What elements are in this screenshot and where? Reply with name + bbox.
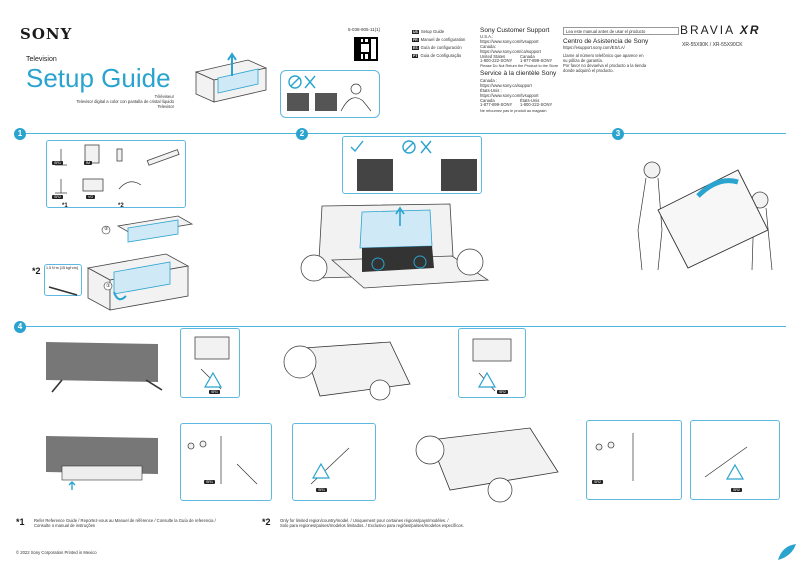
support-fr-phone: 1-800-222-SONY	[520, 102, 553, 107]
box-open-illustration	[194, 52, 268, 103]
screw-attach-detail-3	[586, 420, 682, 500]
support-fr-line: https://www.sony.com/tvsupport	[480, 93, 539, 98]
step4-tag: SR2	[497, 390, 508, 394]
support-es-line: Por favor no devuelva el producto a la t…	[563, 63, 647, 68]
footnote-1-line: Consulte o manual de instruções	[34, 523, 95, 528]
handling-do-dont-panel	[342, 136, 482, 194]
support-es-line: su póliza de garantía.	[563, 58, 604, 63]
footnote-marker: *2	[118, 203, 124, 209]
subtitle-fr: Téléviseur	[154, 94, 174, 99]
support-es-line: Llame al número telefónico que aparece e…	[563, 53, 644, 58]
support-heading-fr: Service à la clientèle Sony	[480, 70, 557, 77]
step-1-badge: 1	[14, 128, 26, 140]
model-number: XR-55X90K / XR-55X90CK	[682, 42, 743, 48]
part-tag-im: IM	[84, 161, 92, 165]
section-divider	[16, 326, 786, 327]
screw-attach-detail-2	[292, 423, 376, 501]
support-en-return-note: Please Do Not Return the Product to the …	[480, 64, 559, 68]
step-3-badge: 3	[612, 128, 624, 140]
footnote-marker: *2	[32, 266, 41, 276]
support-fr-line: https://www.sony.ca/support	[480, 83, 532, 88]
page-title: Setup Guide	[26, 63, 171, 93]
part-tag-sr1: SR1	[52, 161, 63, 165]
support-en-phone: 1-800-222-SONY	[480, 58, 513, 63]
read-first-notice: Lea este manual antes de usar el product…	[563, 27, 679, 35]
step-4-badge: 4	[14, 321, 26, 333]
recycle-leaf-icon	[778, 544, 796, 560]
support-en-line: Canada:	[480, 44, 496, 49]
callout-1: ①	[106, 283, 111, 289]
tv-lift-out-illustration	[300, 203, 490, 289]
screw-torque-panel	[44, 264, 82, 296]
unpacking-illustration	[86, 215, 194, 311]
part-tag-sr2: SR2	[52, 195, 63, 199]
support-fr-return-note: Ne retournez pas le produit au magasin	[480, 109, 547, 113]
subtitle-es: Televisor digital a color con pantalla d…	[76, 99, 174, 104]
handling-warning-panel	[280, 70, 380, 118]
tv-face-down-illustration	[283, 341, 411, 401]
screw-attach-detail-1	[180, 423, 272, 501]
step4-tag: SR2	[592, 480, 603, 484]
stand-insert-detail	[180, 328, 240, 398]
step4-tag: SR2	[731, 488, 742, 492]
subtitle-pt: Televisor	[157, 104, 174, 109]
support-heading-es: Centro de Asistencia de Sony	[563, 38, 649, 45]
qr-code	[354, 37, 378, 61]
support-en-line: https://www.sony.com/ca/support	[480, 49, 541, 54]
footnote-1-marker: *1	[16, 517, 25, 527]
footnote-2-marker: *2	[262, 517, 271, 527]
screw-attach-detail-4	[690, 420, 780, 500]
footnote-2-line: Only for limited region/country/model. /…	[280, 518, 449, 523]
step4-tag: SR1	[209, 390, 220, 394]
support-heading-en: Sony Customer Support	[480, 27, 550, 34]
tv-with-stand-illustration	[46, 342, 163, 393]
footnote-1-line: Refer Reference Guide / Reportez-vous au…	[34, 518, 216, 523]
tv-face-down-soundbar-illustration	[415, 427, 559, 503]
support-fr-phone-label: États-Unis	[520, 98, 540, 103]
tv-with-soundbar-illustration	[46, 436, 158, 490]
doc-type: Television	[26, 56, 57, 63]
torque-note: 1.5 N·m {15 kgf·cm}	[46, 266, 78, 270]
section-divider	[16, 133, 786, 134]
sony-logo: SONY	[20, 25, 73, 43]
support-es-line: https://esupport.sony.com/ES/LA/	[563, 45, 625, 50]
step4-tag: SR1	[316, 488, 327, 492]
support-fr-line: Canada :	[480, 78, 497, 83]
carry-tv-illustration	[637, 161, 773, 271]
support-en-line: https://www.sony.com/tvsupport	[480, 39, 539, 44]
step-2-badge: 2	[296, 128, 308, 140]
support-en-phone: 1-877-899-SONY	[520, 58, 553, 63]
support-en-phone-label: United States	[480, 54, 506, 59]
step4-tag: SR1	[204, 480, 215, 484]
footnote-marker: *1	[62, 203, 68, 209]
part-tag-vg: VG	[86, 195, 96, 199]
parts-panel	[46, 140, 186, 208]
copyright: © 2022 Sony Corporation Printed in Mexic…	[16, 550, 97, 555]
support-es-line: donde adquirió el producto.	[563, 68, 614, 73]
support-fr-phone-label: Canada	[480, 98, 495, 103]
document-number: 5-038-905-11(1)	[348, 27, 381, 32]
footnote-2-line: Solo para regiones/países/modelos limita…	[280, 523, 464, 528]
support-en-line: U.S.A.:	[480, 34, 494, 39]
support-en-phone-label: Canada	[520, 54, 535, 59]
support-fr-line: États-Unis :	[480, 88, 502, 93]
callout-2: ②	[104, 226, 109, 232]
bravia-logo: BRAVIA XR	[680, 23, 761, 37]
stand-insert-detail-right	[458, 328, 526, 398]
support-fr-phone: 1-877-899-SONY	[480, 102, 513, 107]
